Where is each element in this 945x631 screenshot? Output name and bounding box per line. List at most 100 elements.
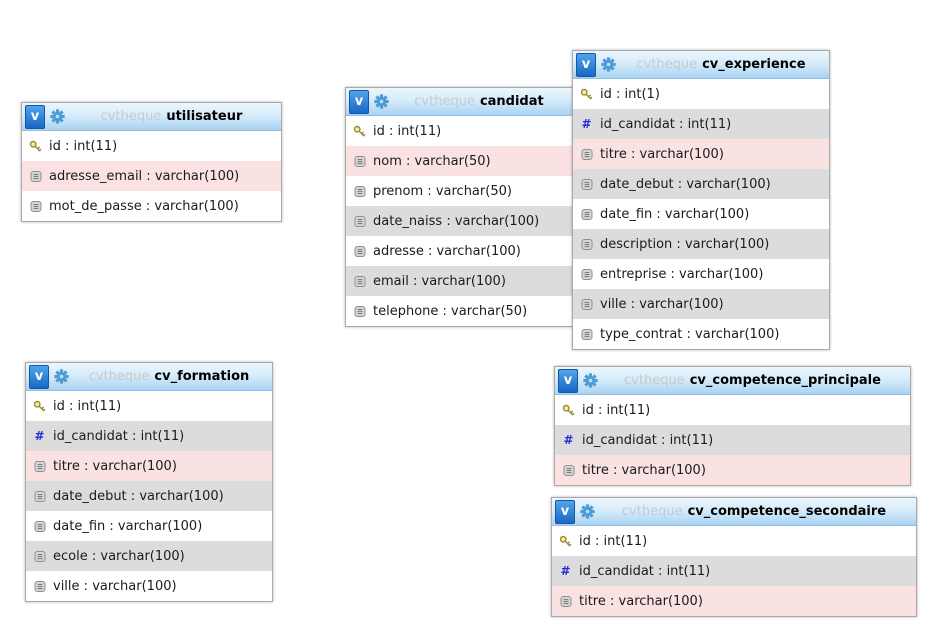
column-type: varchar(100): [664, 206, 750, 222]
column-row[interactable]: titre : varchar(100): [573, 139, 829, 169]
column-name: type_contrat: [600, 326, 683, 342]
column-row[interactable]: ville : varchar(100): [573, 289, 829, 319]
column-row[interactable]: nom : varchar(50): [346, 146, 572, 176]
column-name: nom: [373, 153, 402, 169]
column-separator: :: [442, 213, 455, 229]
column-row[interactable]: titre : varchar(100): [26, 451, 272, 481]
column-row[interactable]: date_fin : varchar(100): [573, 199, 829, 229]
primary-key-icon: [33, 400, 46, 411]
column-name: id_candidat: [579, 563, 654, 579]
table-schema-label: cvtheque: [624, 373, 685, 388]
column-row[interactable]: mot_de_passe : varchar(100): [22, 191, 281, 221]
column-name: mot_de_passe: [49, 198, 142, 214]
column-separator: :: [666, 266, 680, 282]
column-type: int(11): [606, 402, 651, 418]
column-row[interactable]: date_fin : varchar(100): [26, 511, 272, 541]
column-icon-slot: [558, 595, 573, 608]
toggle-columns-button[interactable]: v: [25, 104, 45, 129]
table-options-gear-icon[interactable]: [580, 504, 595, 519]
column-row[interactable]: id : int(11): [22, 131, 281, 161]
column-row[interactable]: date_debut : varchar(100): [573, 169, 829, 199]
column-row[interactable]: entreprise : varchar(100): [573, 259, 829, 289]
column-row[interactable]: date_naiss : varchar(100): [346, 206, 572, 236]
table-schema-label: cvtheque: [621, 504, 683, 519]
column-name: ville: [600, 296, 627, 312]
column-row[interactable]: id : int(11): [555, 395, 910, 425]
column-separator: :: [127, 428, 141, 444]
column-row[interactable]: titre : varchar(100): [552, 586, 916, 616]
column-row[interactable]: id : int(11): [552, 526, 916, 556]
column-row[interactable]: # id_candidat : int(11): [555, 425, 910, 455]
column-icon-slot: [579, 178, 594, 191]
column-field-icon: [30, 170, 41, 182]
toggle-columns-button[interactable]: v: [349, 89, 369, 114]
column-type: varchar(100): [154, 198, 239, 214]
column-row[interactable]: # id_candidat : int(11): [552, 556, 916, 586]
column-name: id: [600, 86, 612, 102]
table-options-gear-icon[interactable]: [374, 94, 389, 109]
column-row[interactable]: # id_candidat : int(11): [573, 109, 829, 139]
column-separator: :: [626, 296, 640, 312]
column-row[interactable]: date_debut : varchar(100): [26, 481, 272, 511]
column-row[interactable]: prenom : varchar(50): [346, 176, 572, 206]
table-options-gear-icon[interactable]: [601, 57, 616, 72]
column-name: id_candidat: [53, 428, 128, 444]
column-row[interactable]: id : int(11): [346, 116, 572, 146]
toggle-columns-button[interactable]: v: [29, 364, 49, 389]
column-separator: :: [652, 206, 665, 222]
table-name-label: candidat: [479, 94, 544, 109]
table-name-label: cv_formation: [154, 369, 250, 384]
column-field-icon: [354, 155, 365, 167]
column-type: int(1): [624, 86, 660, 102]
column-icon-slot: [579, 238, 594, 251]
column-separator: :: [656, 432, 670, 448]
column-name: adresse: [373, 243, 424, 259]
column-field-icon: [34, 550, 45, 562]
column-separator: :: [593, 402, 607, 418]
column-icon-slot: #: [558, 563, 573, 578]
column-row[interactable]: type_contrat : varchar(100): [573, 319, 829, 349]
column-row[interactable]: email : varchar(100): [346, 266, 572, 296]
toggle-columns-button[interactable]: v: [576, 52, 596, 77]
column-separator: :: [653, 563, 667, 579]
table-options-gear-icon[interactable]: [583, 373, 598, 388]
table-options-gear-icon[interactable]: [50, 109, 65, 124]
toggle-columns-button[interactable]: v: [555, 499, 575, 524]
column-row[interactable]: titre : varchar(100): [555, 455, 910, 485]
column-type: int(11): [397, 123, 442, 139]
column-separator: :: [60, 138, 74, 154]
table-options-gear-icon[interactable]: [54, 369, 69, 384]
column-icon-slot: [579, 298, 594, 311]
column-separator: :: [673, 176, 687, 192]
column-row[interactable]: id : int(1): [573, 79, 829, 109]
index-key-icon: #: [560, 563, 571, 578]
column-name: id: [49, 138, 61, 154]
column-row[interactable]: ecole : varchar(100): [26, 541, 272, 571]
column-row[interactable]: # id_candidat : int(11): [26, 421, 272, 451]
column-row[interactable]: id : int(11): [26, 391, 272, 421]
column-row[interactable]: adresse_email : varchar(100): [22, 161, 281, 191]
column-separator: :: [401, 153, 415, 169]
column-row[interactable]: telephone : varchar(50): [346, 296, 572, 326]
column-icon-slot: [352, 125, 367, 138]
table-name-label: utilisateur: [166, 109, 243, 124]
column-icon-slot: [32, 550, 47, 563]
column-icon-slot: [579, 328, 594, 341]
column-field-icon: [581, 148, 592, 160]
toggle-columns-button[interactable]: v: [558, 368, 578, 393]
column-row[interactable]: description : varchar(100): [573, 229, 829, 259]
column-row[interactable]: ville : varchar(100): [26, 571, 272, 601]
column-row[interactable]: adresse : varchar(100): [346, 236, 572, 266]
column-name: date_debut: [53, 488, 127, 504]
column-icon-slot: [352, 305, 367, 318]
